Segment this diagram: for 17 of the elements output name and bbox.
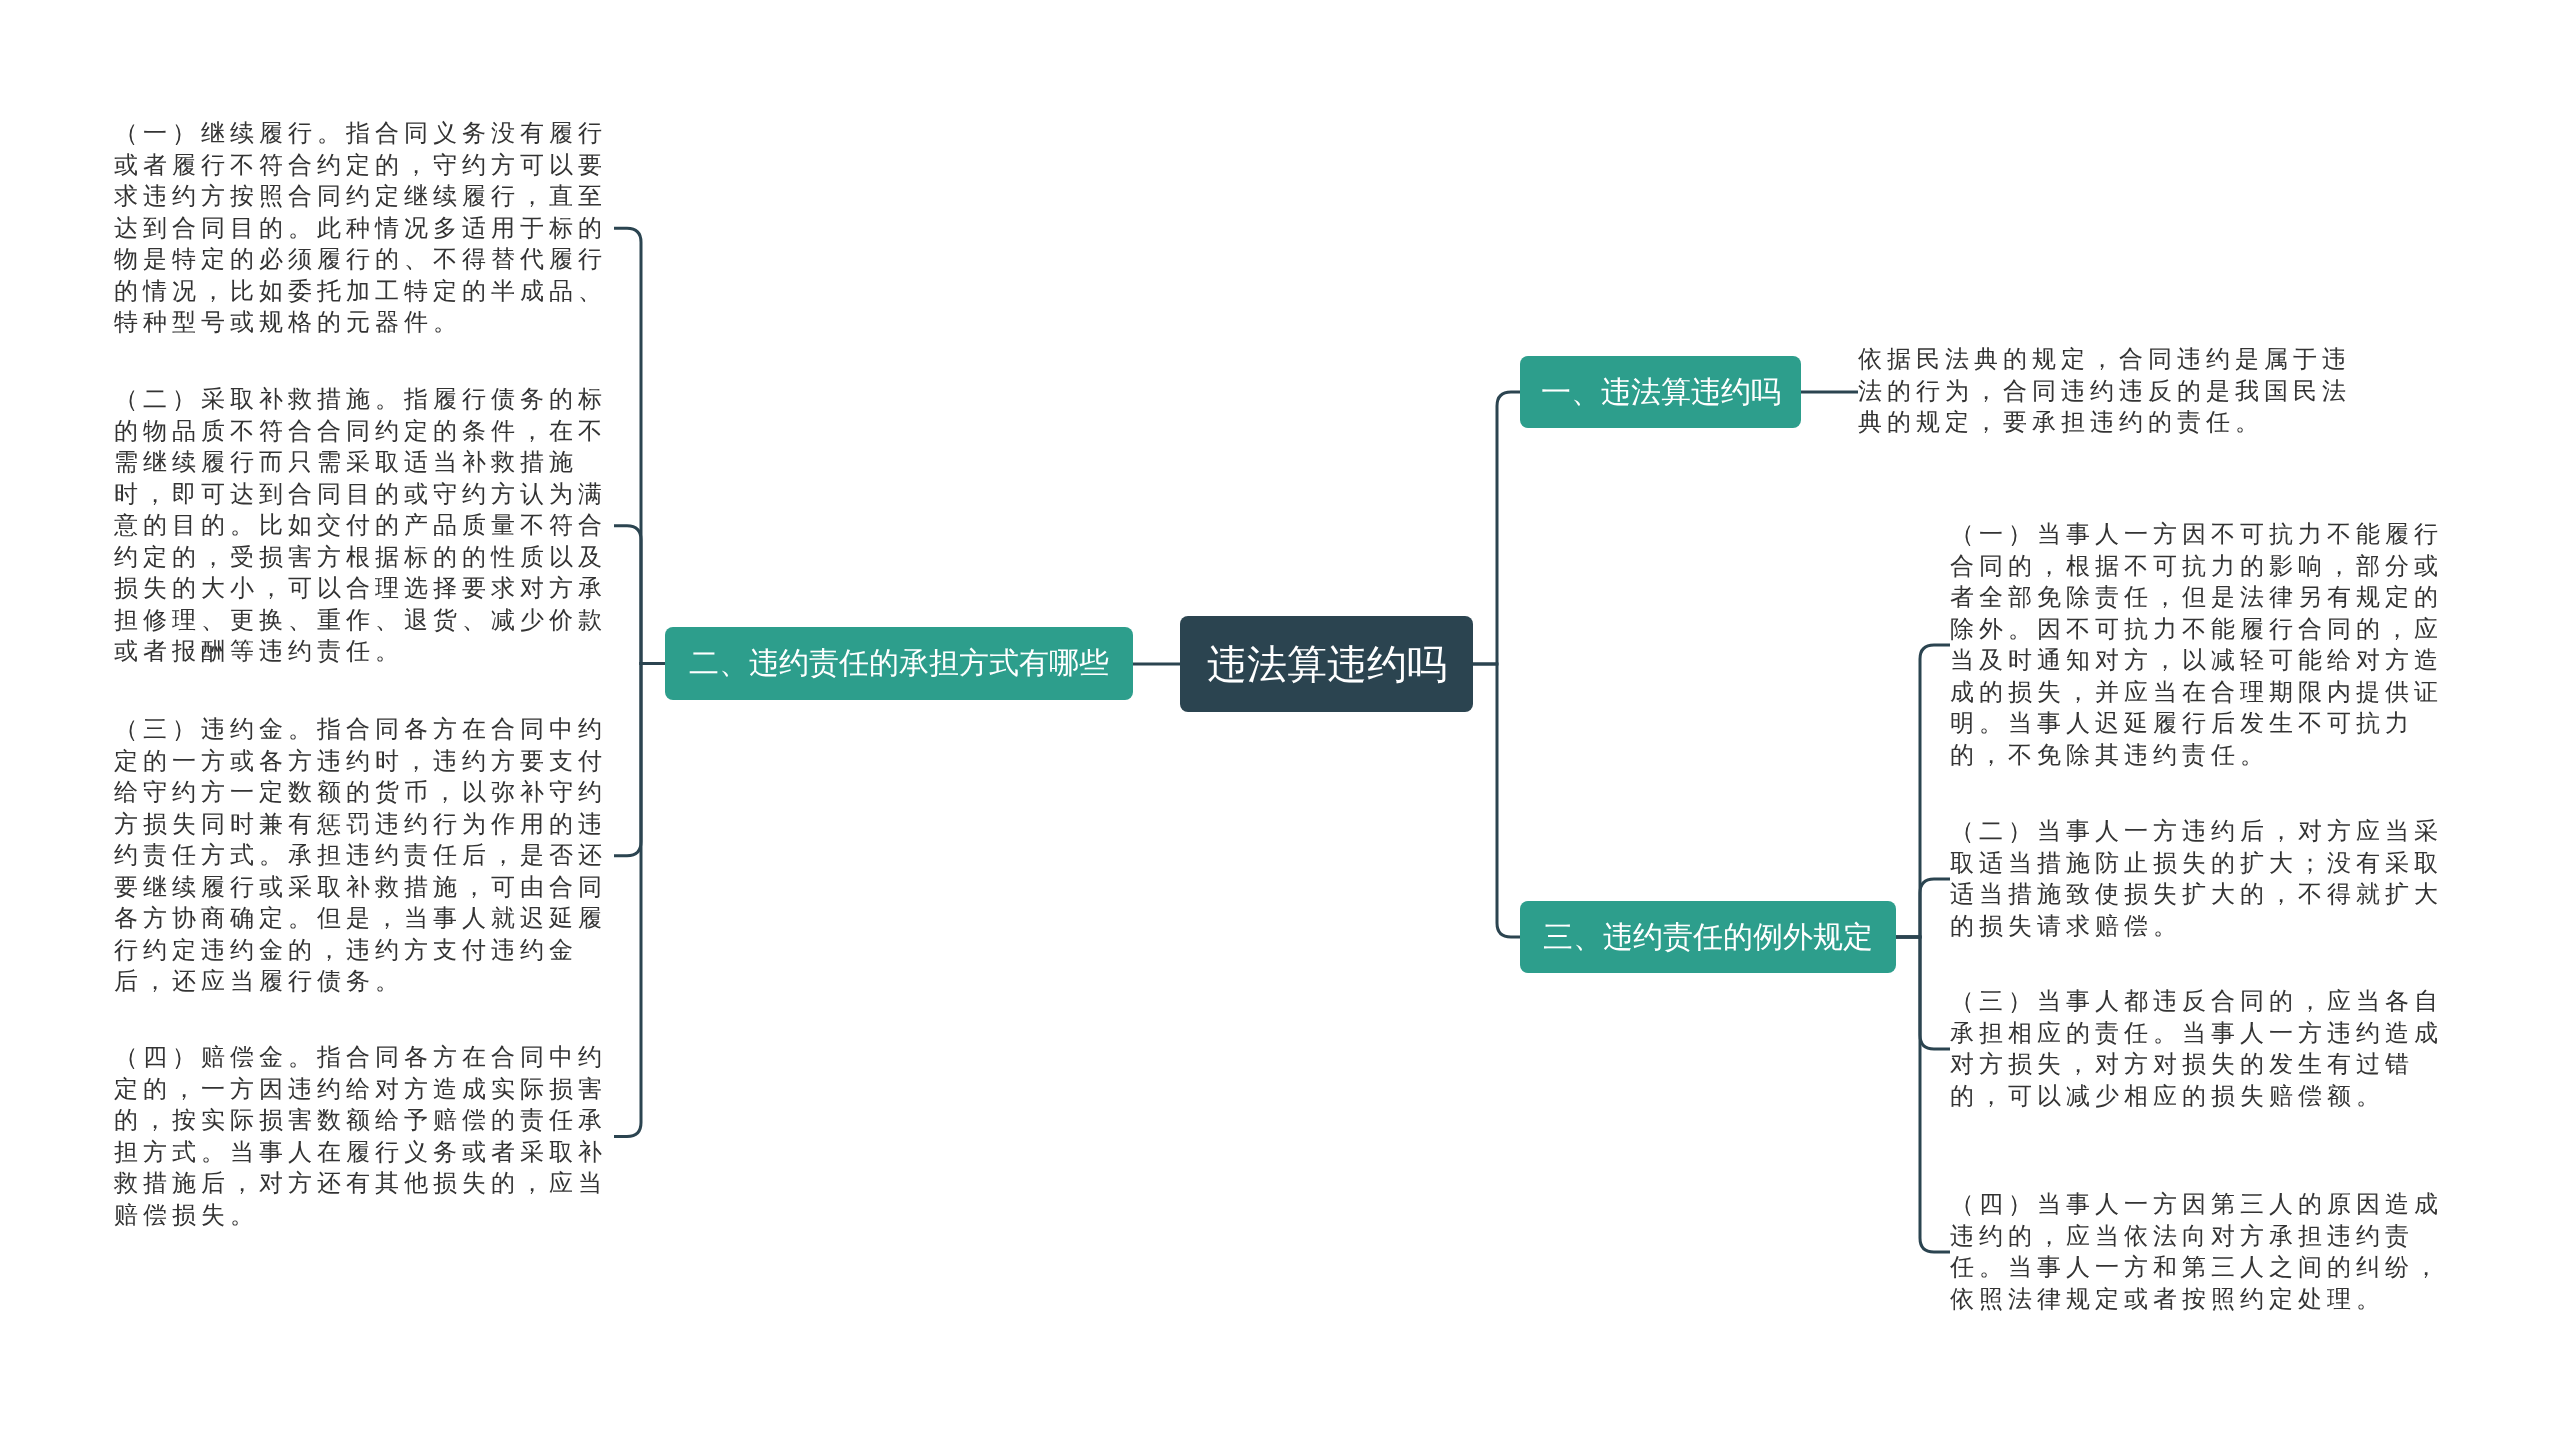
note-text: （三）违约金。指合同各方在合同中约定的一方或各方违约时，违约方要支付给守约方一定数额的货币，以弥补守约方损失同时兼有惩罚违约行为作用的违约责任方式。承担违约责任后，是否还要继续履行或采取补救措施，可由合同各方协商确定。但是，当事人就迟延履行约定违约金的，违约方支付违约金后，还应当履行债务。 xyxy=(114,714,614,998)
note-text: （一）继续履行。指合同义务没有履行或者履行不符合约定的，守约方可以要求违约方按照合同约定继续履行，直至达到合同目的。此种情况多适用于标的物是特定的必须履行的、不得替代履行的情况，比如委托加工特定的半成品、特种型号或规格的元器件。 xyxy=(114,118,614,339)
connector xyxy=(1801,390,1858,394)
note-text: 依据民法典的规定，合同违约是属于违法的行为，合同违约违反的是我国民法典的规定，要承担违约的责任。 xyxy=(1858,344,2358,439)
topic-box: 三、违约责任的例外规定 xyxy=(1520,901,1896,973)
note-text: （四）当事人一方因第三人的原因造成违约的，应当依法向对方承担违约责任。当事人一方和第三人之间的纠纷，依照法律规定或者按照约定处理。 xyxy=(1950,1189,2450,1315)
connector xyxy=(1473,662,1520,939)
topic-box: 二、违约责任的承担方式有哪些 xyxy=(665,627,1133,700)
connector xyxy=(614,662,665,1138)
note-text: （一）当事人一方因不可抗力不能履行合同的，根据不可抗力的影响，部分或者全部免除责任，但是法律另有规定的除外。因不可抗力不能履行合同的，应当及时通知对方，以减轻可能给对方造成的损失，并应当在合理期限内提供证明。当事人迟延履行后发生不可抗力的，不免除其违约责任。 xyxy=(1950,519,2450,771)
topic-box: 一、违法算违约吗 xyxy=(1520,356,1801,428)
central-topic: 违法算违约吗 xyxy=(1180,616,1473,712)
note-text: （三）当事人都违反合同的，应当各自承担相应的责任。当事人一方违约造成对方损失，对方对损失的发生有过错的，可以减少相应的损失赔偿额。 xyxy=(1950,986,2450,1112)
connector xyxy=(1133,662,1180,666)
note-text: （二）当事人一方违约后，对方应当采取适当措施防止损失的扩大；没有采取适当措施致使损失扩大的，不得就扩大的损失请求赔偿。 xyxy=(1950,816,2450,942)
note-text: （二）采取补救措施。指履行债务的标的物品质不符合合同约定的条件，在不需继续履行而只需采取适当补救措施时，即可达到合同目的或守约方认为满意的目的。比如交付的产品质量不符合约定的，受损害方根据标的的性质以及损失的大小，可以合理选择要求对方承担修理、更换、重作、退货、减少价款或者报酬等违约责任。 xyxy=(114,384,614,668)
note-text: （四）赔偿金。指合同各方在合同中约定的，一方因违约给对方造成实际损害的，按实际损害数额给予赔偿的责任承担方式。当事人在履行义务或者采取补救措施后，对方还有其他损失的，应当赔偿损失。 xyxy=(114,1042,614,1231)
